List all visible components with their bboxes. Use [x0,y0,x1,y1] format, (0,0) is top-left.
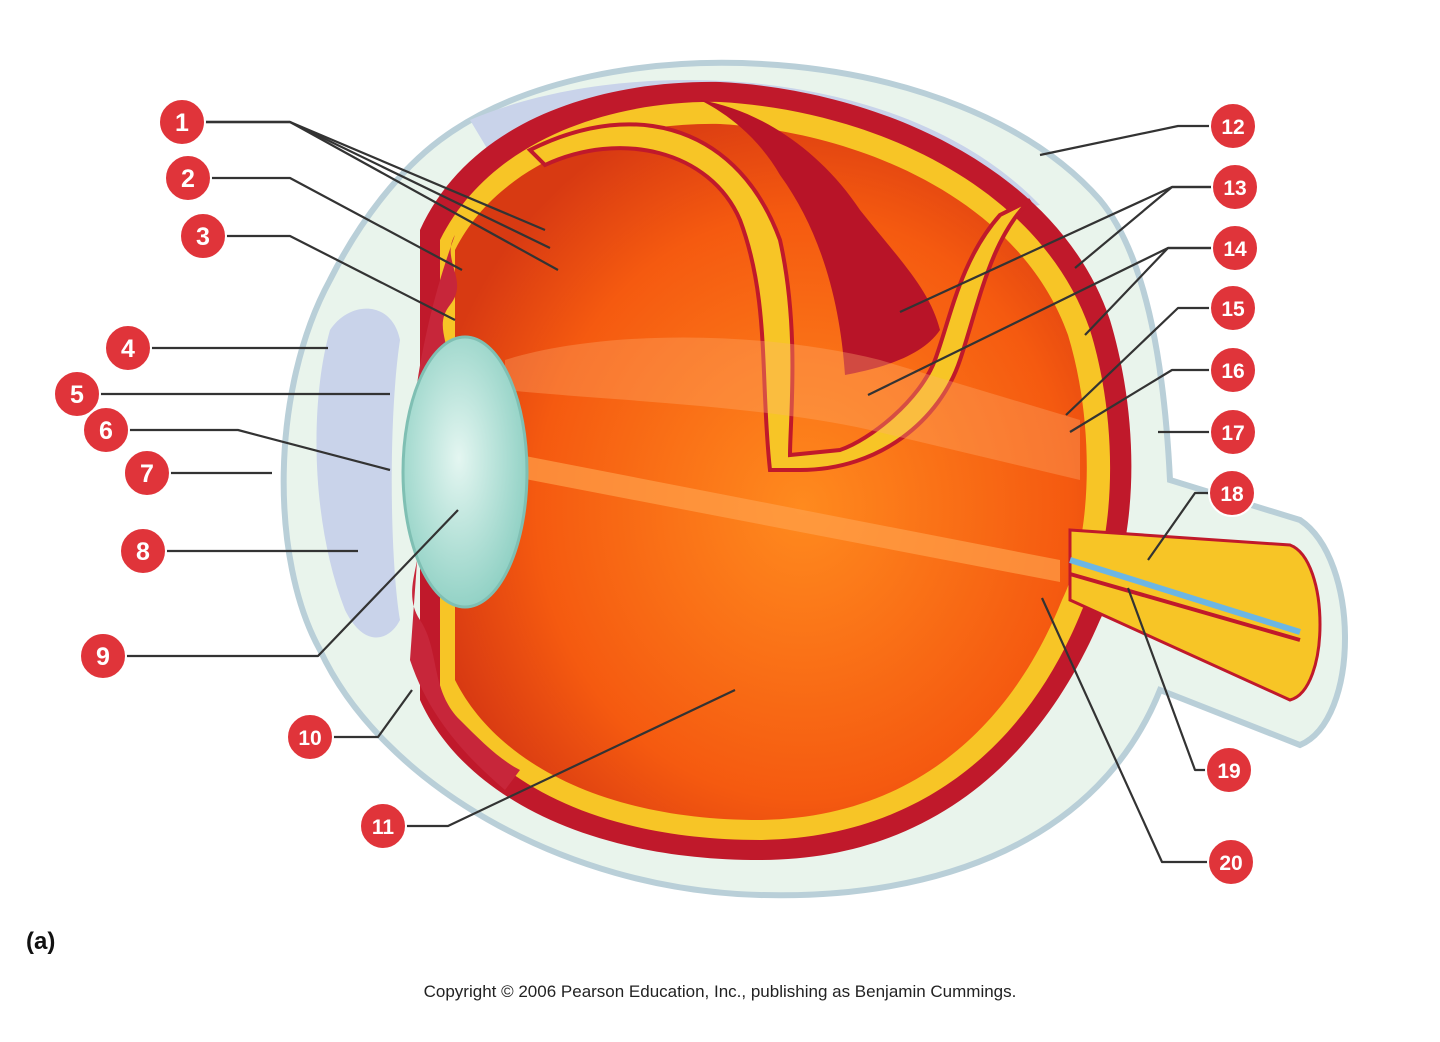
callout-1: 1 [158,98,206,146]
lens [401,335,529,609]
callout-9-label: 9 [96,643,110,671]
callout-17: 17 [1209,408,1257,456]
callout-20: 20 [1207,838,1255,886]
callout-12-label: 12 [1221,116,1244,139]
callout-13-label: 13 [1223,177,1246,200]
callout-18: 18 [1208,469,1256,517]
callout-16-label: 16 [1221,360,1244,383]
retina-flap [526,100,1032,472]
callout-2-label: 2 [181,165,195,193]
callout-4-label: 4 [121,335,135,363]
callout-10: 10 [286,713,334,761]
callout-16: 16 [1209,346,1257,394]
callout-13: 13 [1211,163,1259,211]
callout-18-label: 18 [1220,483,1244,506]
callout-15-label: 15 [1221,298,1245,321]
callout-11: 11 [359,802,407,850]
callout-7: 7 [123,449,171,497]
callout-14: 14 [1211,224,1259,272]
callout-8-label: 8 [136,538,150,566]
callout-11-label: 11 [372,816,395,839]
callout-4: 4 [104,324,152,372]
callout-3-label: 3 [196,223,210,251]
callouts: 1 2 3 4 5 6 7 8 9 10 11 12 13 14 15 [53,98,1259,886]
callout-6-label: 6 [99,417,113,445]
callout-8: 8 [119,527,167,575]
callout-7-label: 7 [140,460,154,488]
panel-letter: (a) [26,928,56,955]
callout-2: 2 [164,154,212,202]
callout-20-label: 20 [1219,852,1242,875]
callout-19: 19 [1205,746,1253,794]
callout-15: 15 [1209,284,1257,332]
leader-lines [100,120,1212,864]
callout-14-label: 14 [1223,238,1247,261]
callout-9: 9 [79,632,127,680]
callout-19-label: 19 [1217,760,1240,783]
callout-10-label: 10 [298,727,321,750]
copyright-notice: Copyright © 2006 Pearson Education, Inc.… [423,982,1017,1001]
hyaloid-canal [505,337,1080,582]
callout-3: 3 [179,212,227,260]
callout-12: 12 [1209,102,1257,150]
callout-1-label: 1 [175,109,189,137]
callout-6: 6 [82,406,130,454]
callout-5-label: 5 [70,381,84,409]
callout-5: 5 [53,370,101,418]
callout-17-label: 17 [1221,422,1244,445]
optic-nerve [1068,528,1322,702]
